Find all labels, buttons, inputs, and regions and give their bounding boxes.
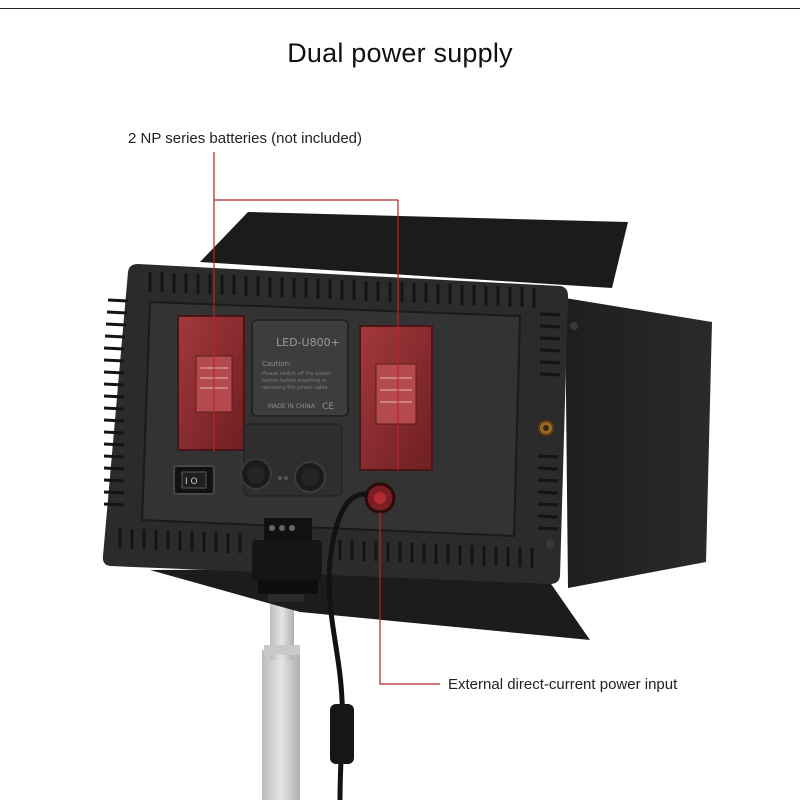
caution-title: Caution: bbox=[262, 360, 291, 368]
knob-icon bbox=[240, 458, 272, 490]
batteries-callout-label: 2 NP series batteries (not included) bbox=[128, 130, 363, 147]
made-in-label: MADE IN CHINA bbox=[268, 403, 316, 410]
shoe-mount bbox=[252, 518, 322, 602]
side-fittings bbox=[538, 322, 578, 548]
caution-line-2: button before inserting or bbox=[262, 378, 327, 384]
dc-jack-icon bbox=[364, 482, 396, 514]
battery-plate-left bbox=[177, 315, 245, 451]
power-switch-icon: I O bbox=[173, 465, 215, 495]
light-stand bbox=[262, 600, 300, 800]
control-area bbox=[240, 423, 343, 497]
power-cable bbox=[326, 491, 369, 800]
page-title: Dual power supply bbox=[287, 38, 513, 68]
model-label-panel: LED-U800+ Caution: Please switch off the… bbox=[251, 319, 349, 417]
caution-line-3: removing the power cable. bbox=[262, 385, 330, 391]
vent-ridges bbox=[103, 272, 561, 568]
callout-lines bbox=[213, 152, 440, 685]
model-label: LED-U800+ bbox=[276, 336, 340, 349]
svg-text:I O: I O bbox=[185, 477, 198, 487]
caution-line-1: Please switch off the power bbox=[262, 371, 332, 377]
top-divider bbox=[0, 8, 800, 9]
ce-mark: CE bbox=[322, 402, 334, 412]
knob-icon bbox=[294, 461, 326, 493]
power-input-callout-label: External direct-current power input bbox=[448, 676, 678, 693]
battery-plate-right bbox=[359, 325, 433, 471]
